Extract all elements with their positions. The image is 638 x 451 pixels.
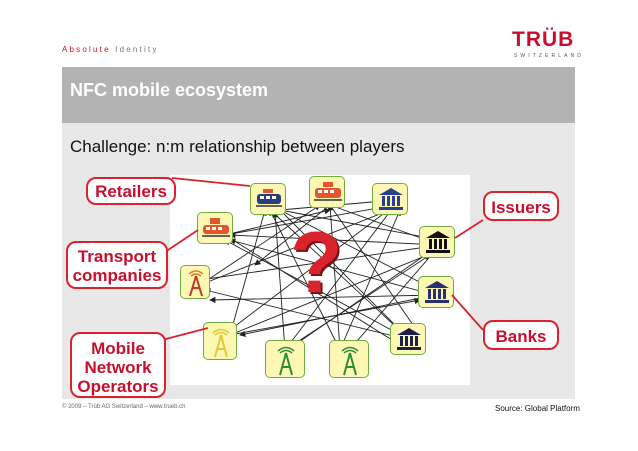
footer-copyright: © 2009 – Trüb AG Switzerland – www.trueb… [62,404,186,410]
bank-icon [426,231,450,253]
node-bank-2 [390,323,426,355]
antenna-tower-icon [341,346,359,376]
brand-tagline-part2: Identity [110,45,159,54]
brand-tagline-part1: Absolute [62,45,111,54]
train-icon [202,218,230,237]
slide-subtitle: Challenge: n:m relationship between play… [70,137,405,156]
node-retailer-1 [250,183,286,215]
label-retailers: Retailers [86,177,176,205]
label-mobile-line3: Operators [77,377,159,396]
antenna-tower-icon [277,346,295,376]
label-mobile-line2: Network [84,358,152,377]
footer-source: Source: Global Platform [495,404,580,413]
label-transport-companies: Transport companies [66,241,168,289]
label-issuers: Issuers [483,191,559,221]
antenna-tower-icon [212,328,230,358]
trueb-logo: TRÜB SWITZERLAND [512,28,581,68]
node-retailer-2 [309,176,345,208]
bank-icon [379,188,403,210]
title-bar: NFC mobile ecosystem [62,67,575,123]
node-transport-1 [197,212,233,244]
slide-title: NFC mobile ecosystem [70,80,269,100]
train-icon [256,189,282,207]
brand-tagline: Absolute Identity [62,45,159,54]
bank-icon [397,328,421,350]
connection-arrows [199,197,441,356]
node-issuer-1 [372,183,408,215]
label-retailers-text: Retailers [95,182,167,201]
logo-subtitle: SWITZERLAND [514,53,584,59]
bank-icon [425,281,449,303]
label-transport-line1: Transport [77,247,157,266]
node-issuer-2 [419,226,455,258]
antenna-tower-icon [188,270,204,297]
label-transport-line2: companies [72,266,162,285]
label-mobile-line1: Mobile [91,339,145,358]
train-icon [314,182,342,201]
question-mark-symbol: ? [290,215,343,311]
logo-word: TRÜB [512,28,575,51]
label-issuers-text: Issuers [491,198,551,217]
label-mobile-network-operators: Mobile Network Operators [70,332,166,398]
node-bank-1 [418,276,454,308]
label-banks-text: Banks [495,327,547,346]
label-banks: Banks [483,320,559,350]
node-mno-3 [265,340,305,378]
node-mno-1 [180,265,210,299]
node-mno-2 [203,322,237,360]
node-mno-4 [329,340,369,378]
